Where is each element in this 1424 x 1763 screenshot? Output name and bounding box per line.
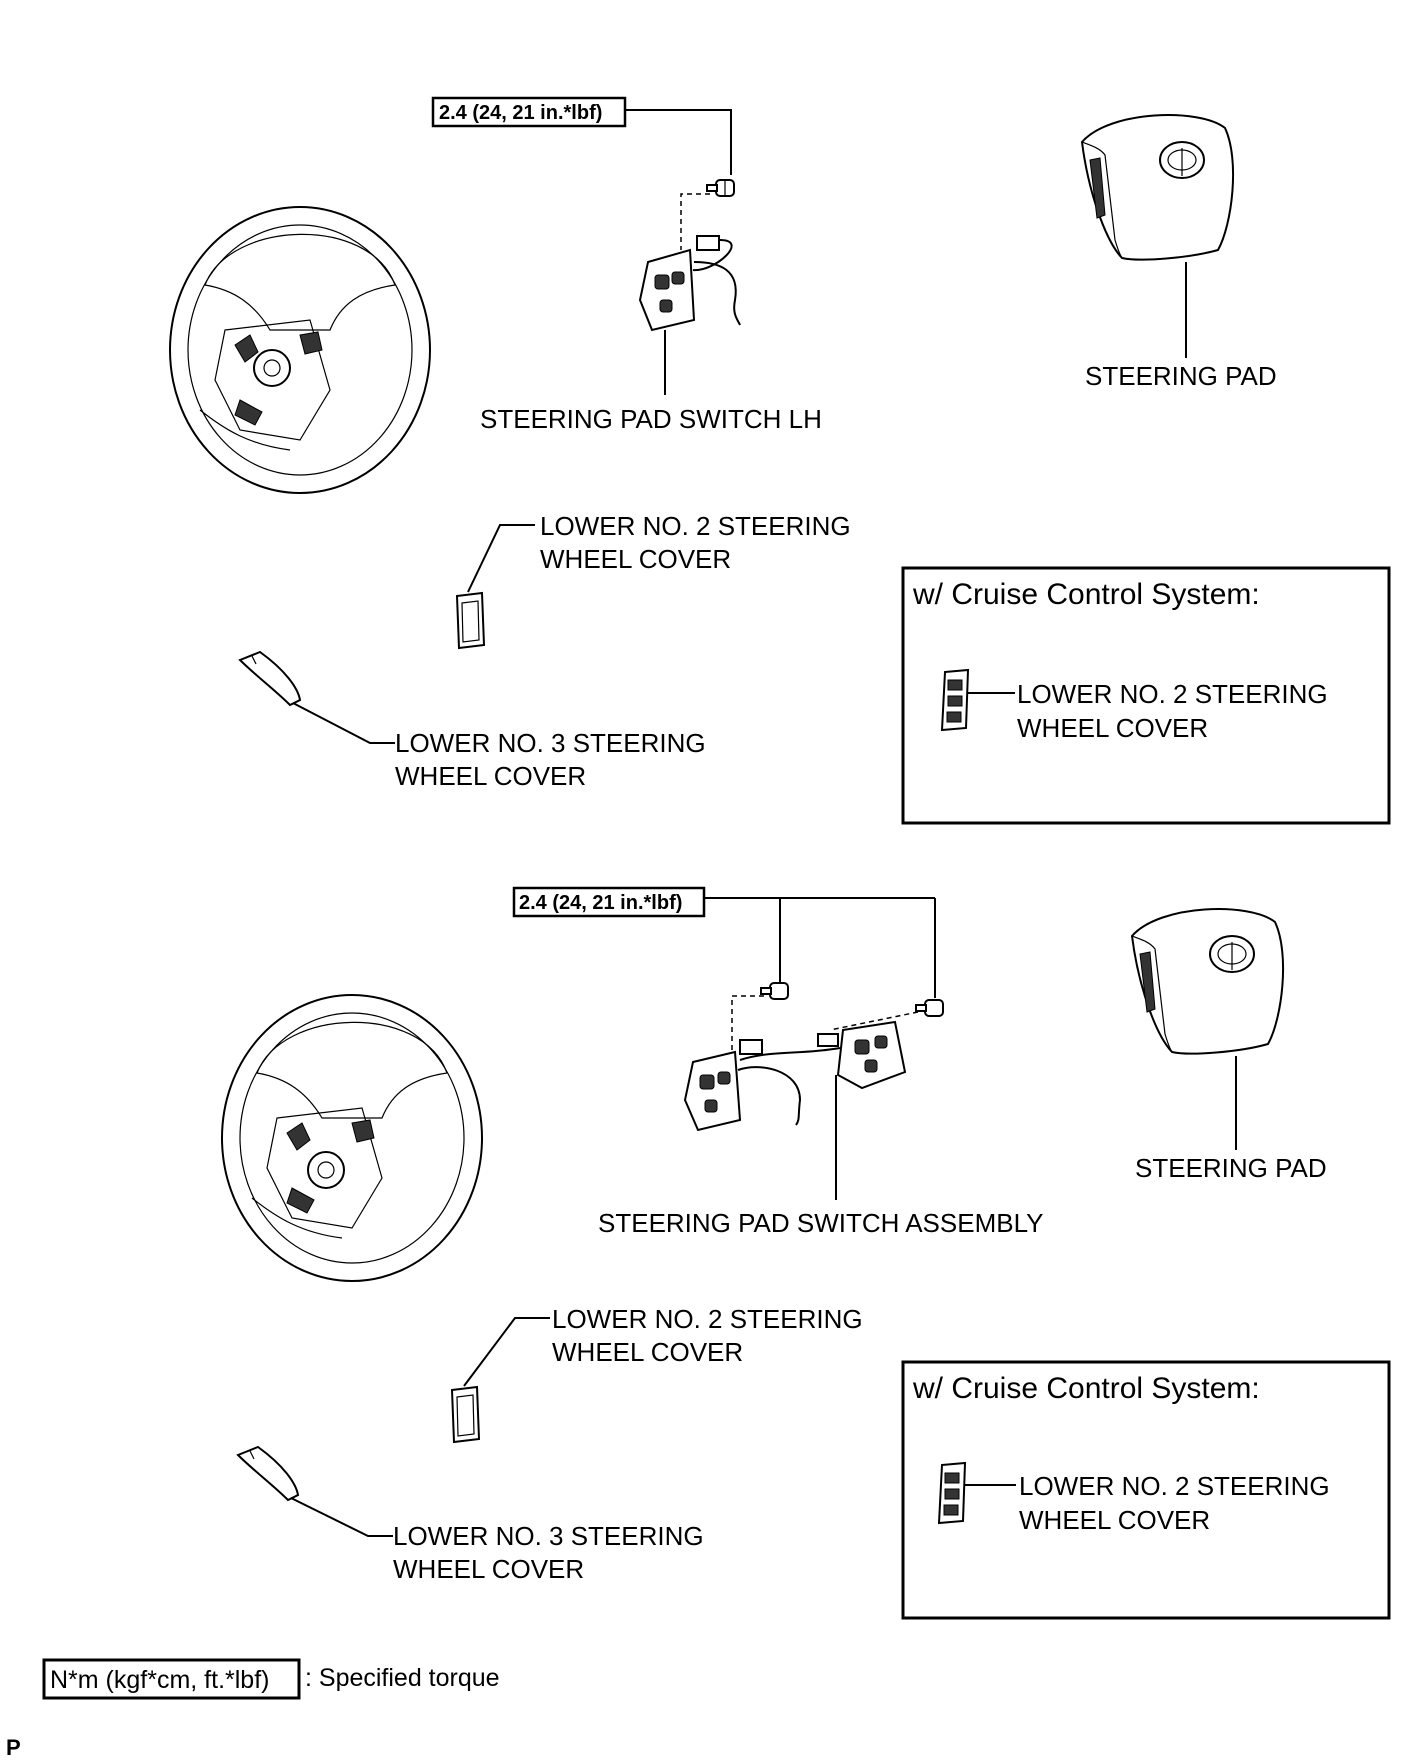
- steering-pad-switch-lh-label: STEERING PAD SWITCH LH: [480, 404, 822, 434]
- torque-spec-text: 2.4 (24, 21 in.*lbf): [519, 892, 682, 914]
- steering-pad-icon: [1080, 114, 1235, 261]
- cruise-cover-icon: [937, 1461, 967, 1525]
- cruise-cover-icon: [940, 668, 970, 732]
- steering-pad-label: STEERING PAD: [1085, 361, 1277, 391]
- lower-no2-cover-icon: [455, 591, 486, 650]
- cruise-box-title: w/ Cruise Control System:: [912, 578, 1260, 611]
- steering-wheel-icon: [221, 994, 483, 1282]
- lower-no3-cover-icon: [238, 650, 302, 707]
- lower-no2-cover-icon: [450, 1385, 481, 1444]
- torque-legend: N*m (kgf*cm, ft.*lbf) : Specified torque: [42, 1658, 500, 1700]
- cruise-cover-label-line1: LOWER NO. 2 STEERING: [1019, 1471, 1330, 1501]
- cruise-control-box: w/ Cruise Control System: LOWER NO. 2 ST…: [901, 566, 1391, 825]
- top-section: 2.4 (24, 21 in.*lbf) STEERING PAD SWITCH…: [169, 96, 1391, 825]
- lower-no3-cover-icon: [236, 1445, 300, 1502]
- leader-line: [463, 1317, 550, 1387]
- cruise-cover-label-line2: WHEEL COVER: [1019, 1505, 1210, 1535]
- legend-description: : Specified torque: [305, 1664, 500, 1692]
- bolt-path: [680, 193, 710, 250]
- leader-line: [467, 524, 535, 593]
- cruise-cover-label-line2: WHEEL COVER: [1017, 713, 1208, 743]
- lower-no3-cover-label-line2: WHEEL COVER: [393, 1554, 584, 1584]
- cruise-cover-label-line1: LOWER NO. 2 STEERING: [1017, 679, 1328, 709]
- lower-no3-cover-label-line1: LOWER NO. 3 STEERING: [393, 1521, 704, 1551]
- legend-unit-box: [42, 1658, 301, 1700]
- steering-wheel-icon: [169, 206, 431, 494]
- torque-box: [512, 886, 706, 918]
- footer-letter: P: [6, 1735, 21, 1760]
- steering-pad-icon: [1130, 908, 1285, 1055]
- cruise-control-box: w/ Cruise Control System: LOWER NO. 2 ST…: [901, 1360, 1391, 1620]
- leader-line: [290, 1497, 393, 1537]
- lower-no2-cover-label-line2: WHEEL COVER: [540, 544, 731, 574]
- lower-no2-cover-label-line1: LOWER NO. 2 STEERING: [552, 1304, 863, 1334]
- torque-box: [431, 96, 627, 128]
- steering-pad-switch-assembly-label: STEERING PAD SWITCH ASSEMBLY: [598, 1208, 1043, 1238]
- torque-callout-bottom: 2.4 (24, 21 in.*lbf): [512, 886, 936, 998]
- steering-pad-label: STEERING PAD: [1135, 1153, 1327, 1183]
- torque-spec-text: 2.4 (24, 21 in.*lbf): [439, 102, 602, 124]
- torque-callout-top: 2.4 (24, 21 in.*lbf): [431, 96, 732, 175]
- steering-pad-switch-assembly-icon: [683, 1020, 907, 1132]
- lower-no2-cover-label-line2: WHEEL COVER: [552, 1337, 743, 1367]
- bolt-path: [731, 995, 764, 1060]
- cruise-box-frame: [901, 566, 1391, 825]
- legend-unit-text: N*m (kgf*cm, ft.*lbf): [50, 1666, 269, 1694]
- steering-pad-switch-lh-icon: [638, 235, 741, 332]
- bolt-path: [829, 1011, 919, 1031]
- lower-no3-cover-label-line1: LOWER NO. 3 STEERING: [395, 728, 706, 758]
- leader-line: [625, 109, 732, 175]
- bottom-section: 2.4 (24, 21 in.*lbf): [221, 886, 1391, 1620]
- lower-no2-cover-label-line1: LOWER NO. 2 STEERING: [540, 511, 851, 541]
- cruise-box-title: w/ Cruise Control System:: [912, 1372, 1260, 1405]
- cruise-box-frame: [901, 1360, 1391, 1620]
- bolt-icon: [915, 999, 944, 1017]
- bolt-icon: [706, 179, 735, 197]
- bolt-icon: [760, 982, 789, 1000]
- leader-line: [292, 702, 395, 744]
- lower-no3-cover-label-line2: WHEEL COVER: [395, 761, 586, 791]
